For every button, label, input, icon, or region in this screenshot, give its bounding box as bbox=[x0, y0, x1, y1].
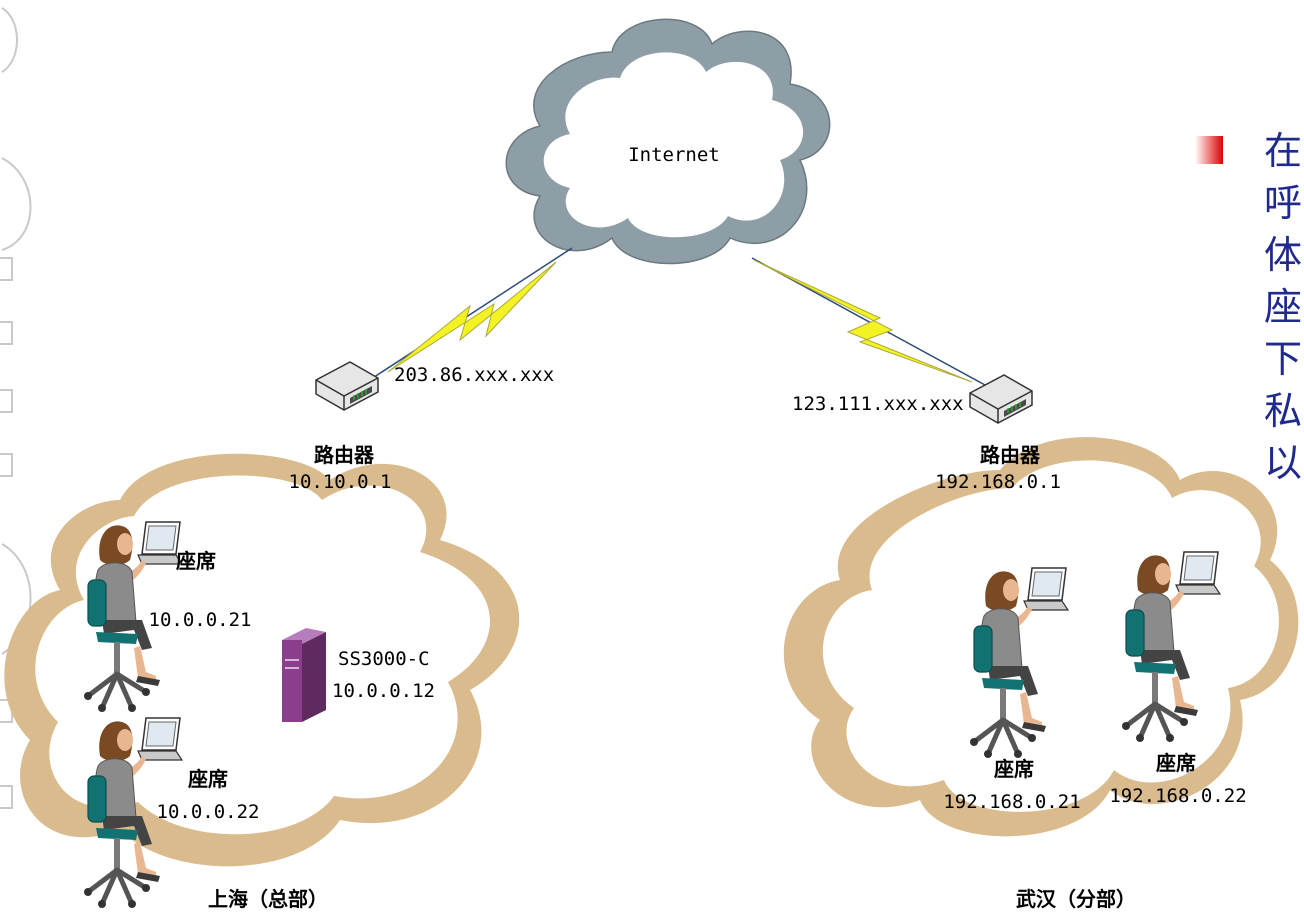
branch-agent-1-label: 座席 bbox=[994, 757, 1034, 781]
branch-region-label: 武汉（分部） bbox=[1016, 887, 1136, 911]
wan-link-left bbox=[364, 247, 573, 384]
internet-label: Internet bbox=[628, 144, 720, 166]
bullet-line-4: 座 bbox=[1264, 285, 1302, 329]
branch-router-ip: 192.168.0.1 bbox=[935, 471, 1061, 493]
server-icon bbox=[282, 628, 326, 722]
router-icon bbox=[315, 361, 379, 411]
hq-wan-ip: 203.86.xxx.xxx bbox=[394, 364, 554, 386]
branch-router-label: 路由器 bbox=[980, 443, 1041, 467]
bullet-line-7: 以 bbox=[1264, 441, 1302, 485]
bullet-line-3: 体 bbox=[1264, 233, 1302, 277]
hq-agent-2-label: 座席 bbox=[188, 767, 228, 791]
bullet-line-5: 下 bbox=[1264, 337, 1302, 381]
bullet-marker-icon bbox=[1195, 136, 1223, 164]
branch-agent-1-ip: 192.168.0.21 bbox=[943, 791, 1080, 813]
bullet-text: 在 呼 体 座 下 私 以 bbox=[1264, 129, 1302, 485]
hq-lan-cloud bbox=[4, 453, 520, 867]
hq-agent-1-label: 座席 bbox=[176, 549, 216, 573]
internet-cloud: Internet bbox=[505, 18, 831, 265]
bullet-line-2: 呼 bbox=[1264, 181, 1302, 225]
hq-router bbox=[315, 361, 379, 411]
hq-router-ip: 10.10.0.1 bbox=[289, 471, 392, 493]
server-label: SS3000-C bbox=[338, 648, 430, 670]
server-ip: 10.0.0.12 bbox=[332, 680, 435, 702]
bullet-line-1: 在 bbox=[1264, 129, 1302, 173]
hq-region-label: 上海（总部） bbox=[208, 887, 328, 911]
branch-agent-2-ip: 192.168.0.22 bbox=[1109, 785, 1246, 807]
slide-edge-decoration bbox=[0, 7, 32, 809]
hq-agent-2-ip: 10.0.0.22 bbox=[157, 801, 260, 823]
branch-lan-cloud bbox=[783, 437, 1299, 837]
branch-agent-2-label: 座席 bbox=[1156, 751, 1196, 775]
branch-wan-ip: 123.111.xxx.xxx bbox=[792, 393, 964, 415]
bullet-line-6: 私 bbox=[1264, 389, 1302, 433]
hq-router-label: 路由器 bbox=[314, 443, 375, 467]
wan-link-right bbox=[751, 257, 986, 386]
hq-agent-1-ip: 10.0.0.21 bbox=[149, 609, 252, 631]
